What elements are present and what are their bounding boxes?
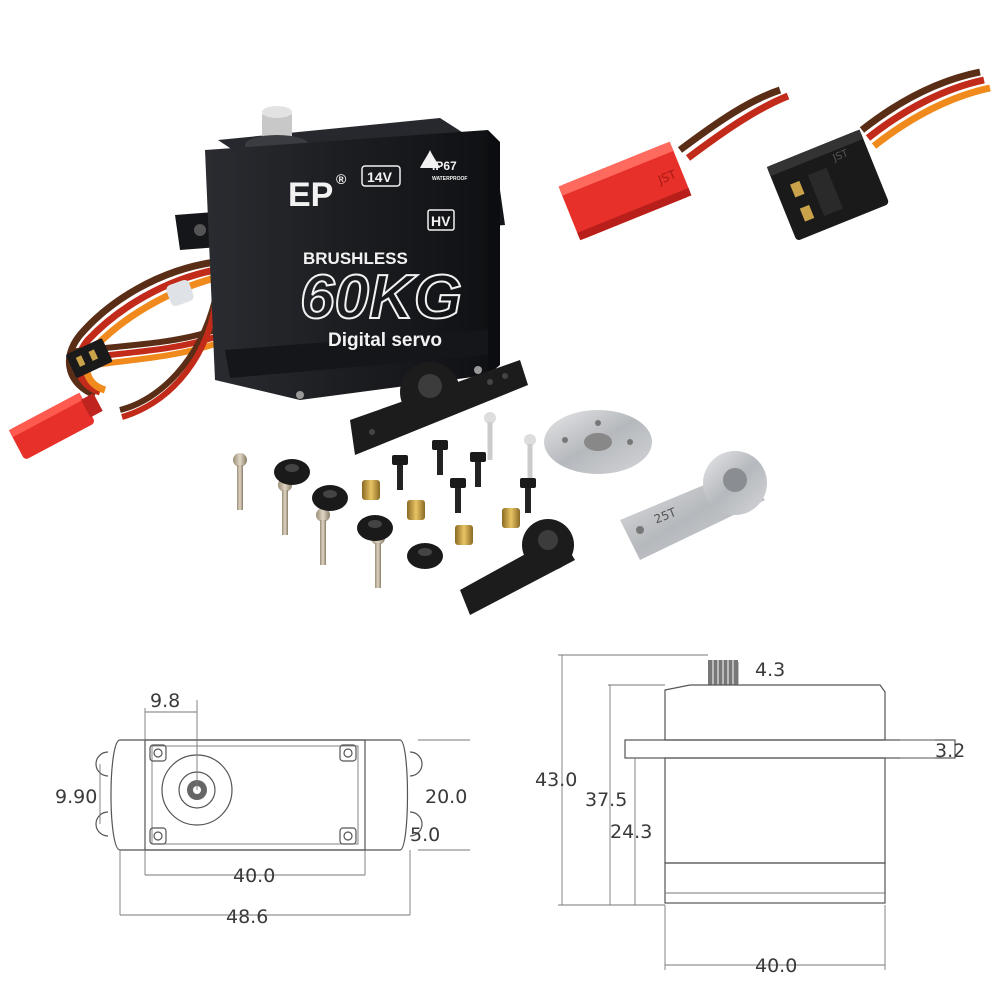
servo-body — [175, 106, 505, 400]
torque-label: 60KG — [300, 263, 462, 332]
front-view-drawing — [95, 700, 470, 916]
dim-front-hole-spacing-side: 9.90 — [55, 786, 97, 808]
motor-type-label: BRUSHLESS — [303, 249, 408, 268]
black-servo-horn-long — [350, 360, 528, 455]
dim-front-overall-width: 48.6 — [226, 906, 268, 928]
brand-logo: EP — [288, 176, 333, 214]
dim-side-body-height: 37.5 — [585, 789, 627, 811]
dim-side-spline: 4.3 — [755, 659, 785, 681]
dim-front-slot: 5.0 — [410, 824, 440, 846]
dim-side-lower-height: 24.3 — [610, 821, 652, 843]
hv-badge — [427, 209, 455, 231]
wood-screws — [233, 412, 536, 588]
jst-red-plug-left — [8, 392, 103, 459]
servo-connector-black-left — [66, 338, 113, 378]
servo-connector-black-right: JST — [766, 129, 889, 240]
dim-front-hole-spacing-top: 9.8 — [150, 690, 180, 712]
brass-eyelets — [362, 480, 520, 545]
dim-side-overall-height: 43.0 — [535, 769, 577, 791]
dim-front-height: 20.0 — [425, 786, 467, 808]
dim-side-flange: 3.2 — [935, 740, 965, 762]
output-spline — [262, 112, 292, 142]
hv-label: HV — [431, 213, 451, 229]
servo-type-label: Digital servo — [328, 330, 442, 351]
black-servo-horn-short — [460, 519, 575, 615]
voltage-label: 14V — [367, 169, 393, 185]
servo-label: EP ® 14V IP67 WATERPROOF HV BRUSHLESS 60… — [288, 150, 467, 351]
side-view-drawing — [558, 654, 956, 970]
servo-wire-harness — [65, 258, 218, 420]
registered-mark: ® — [336, 171, 347, 187]
aluminum-horn-disc — [544, 410, 652, 474]
rubber-grommets — [274, 459, 443, 569]
connector-wires-right — [677, 68, 991, 161]
rating-label: IP67 — [432, 159, 457, 173]
voltage-badge — [361, 165, 401, 187]
black-machine-screws — [392, 440, 536, 513]
dim-front-hole-spacing-x: 40.0 — [233, 865, 275, 887]
dim-side-width: 40.0 — [755, 955, 797, 977]
water-drop-icon — [420, 150, 440, 168]
jst-red-plug-right: JST — [558, 141, 692, 241]
aluminum-clamp-horn: 25T — [620, 451, 767, 560]
rating-sub-label: WATERPROOF — [432, 176, 467, 182]
cable-sleeve — [166, 279, 194, 307]
